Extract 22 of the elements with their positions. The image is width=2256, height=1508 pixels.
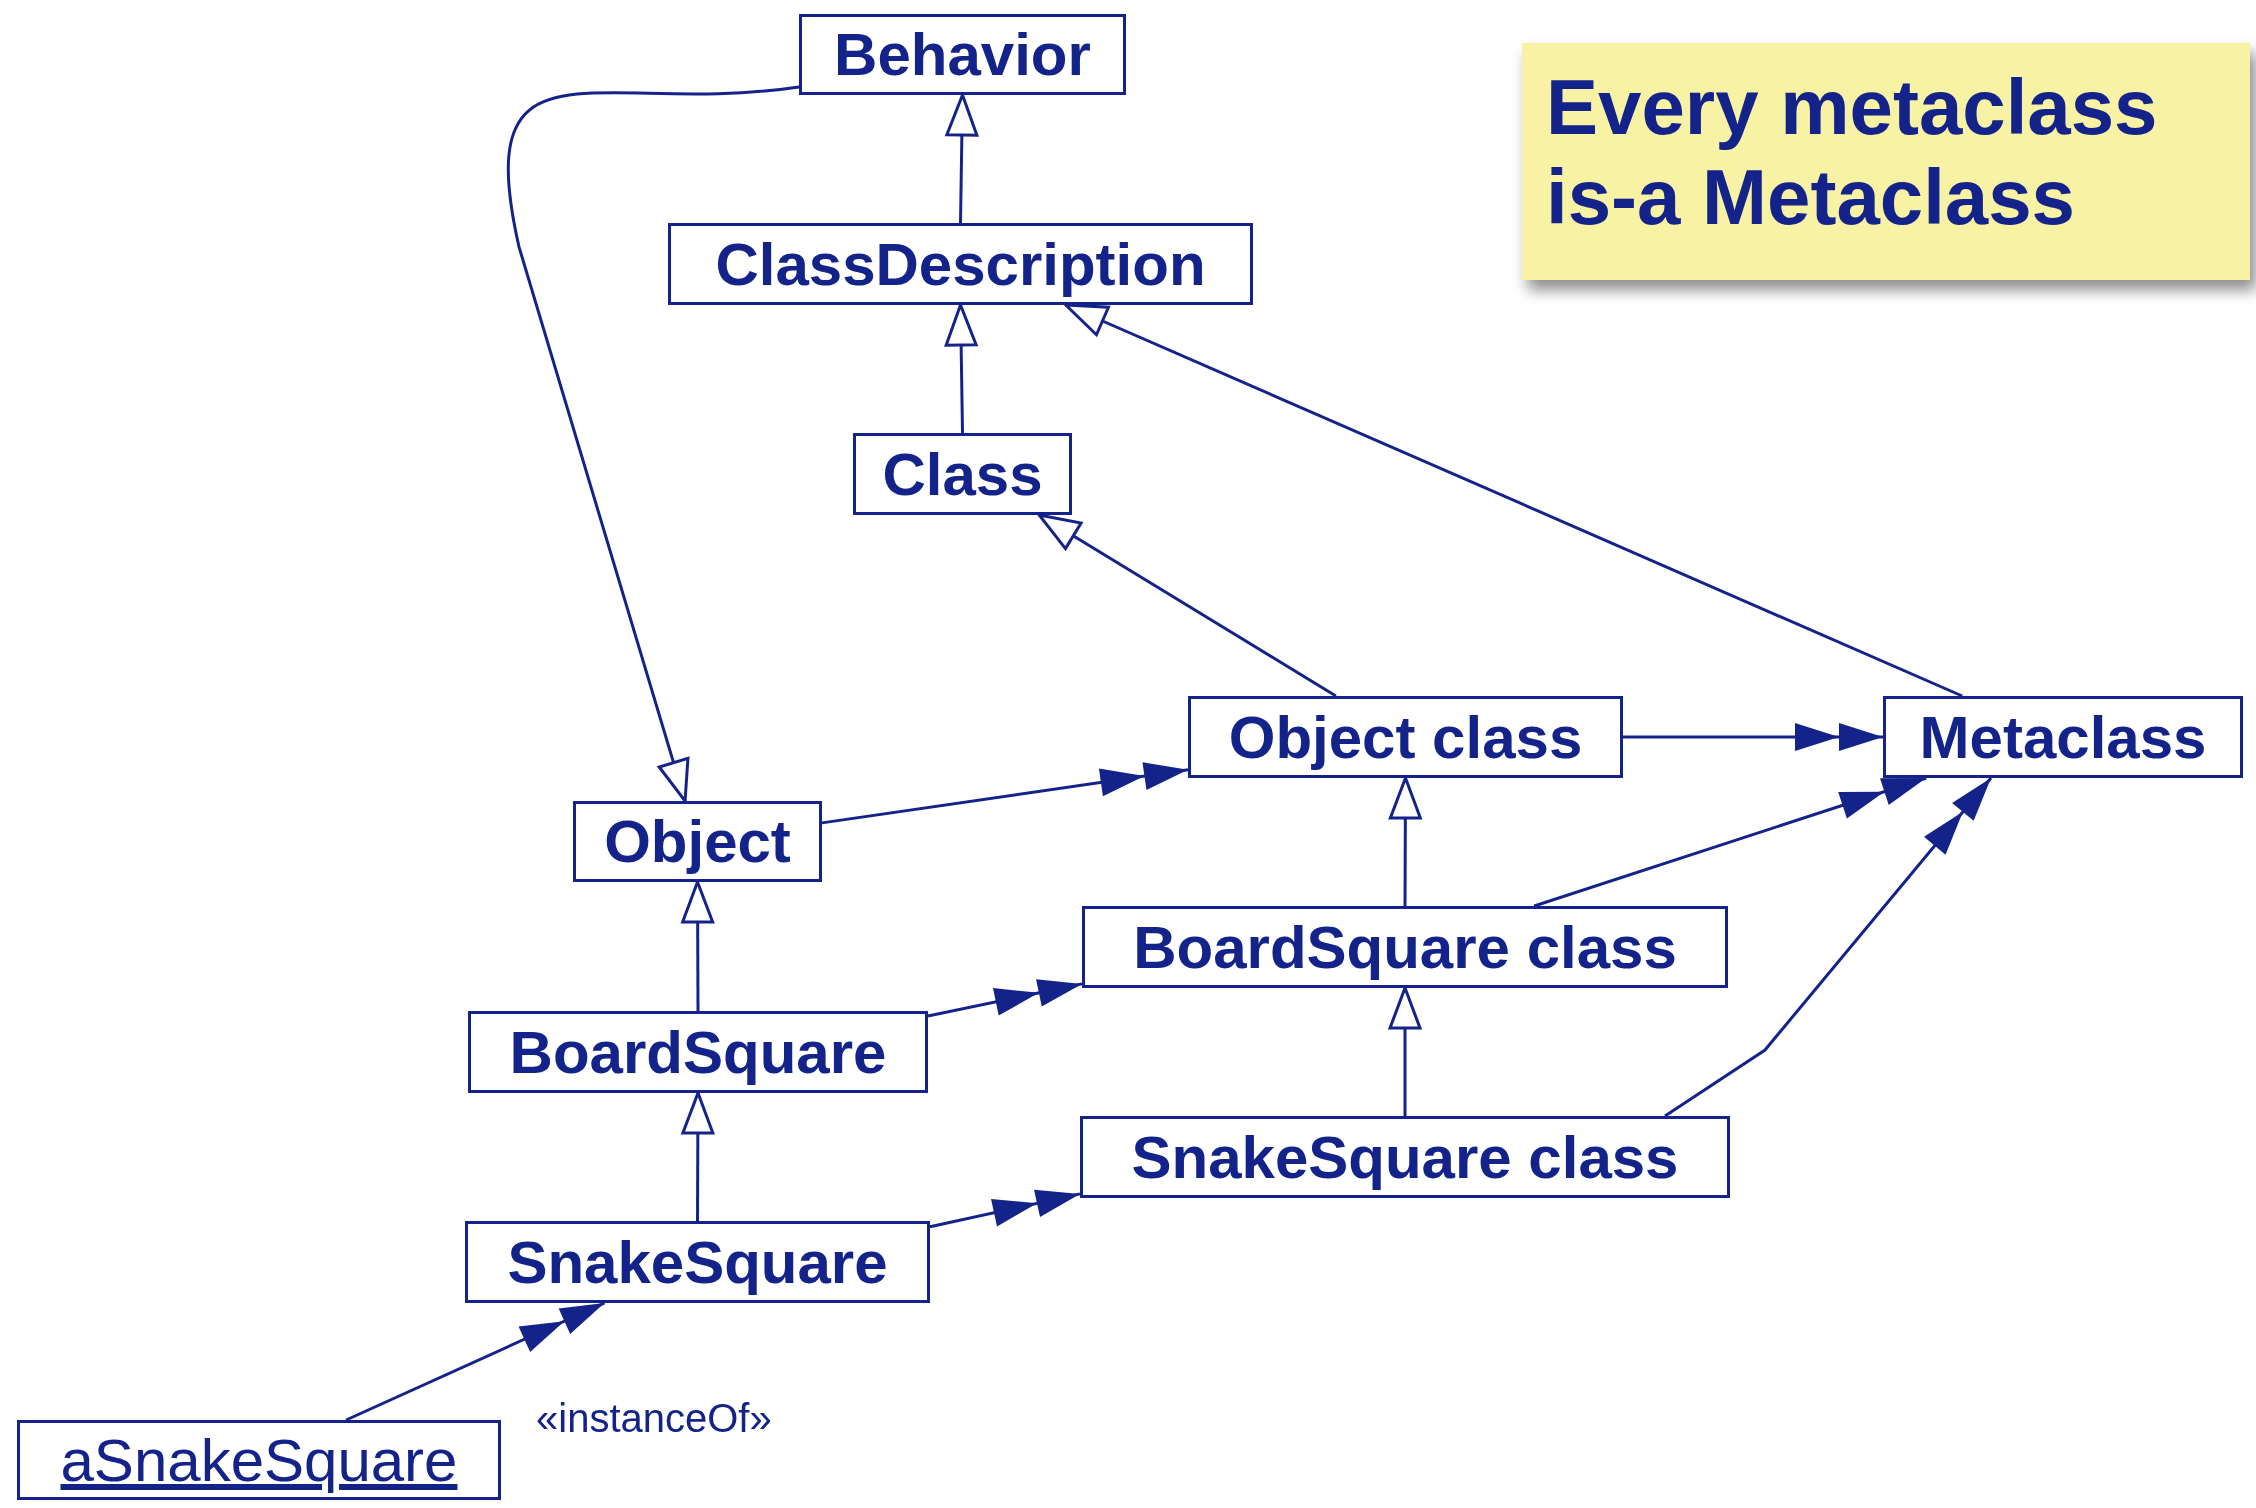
arrow <box>944 303 978 434</box>
arrow <box>681 1091 715 1221</box>
object-box: aSnakeSquare <box>17 1420 501 1500</box>
class-box: SnakeSquare class <box>1080 1116 1730 1198</box>
arrow <box>507 85 800 803</box>
note-box: Every metaclass is-a Metaclass <box>1522 43 2250 280</box>
arrow <box>1037 513 1337 698</box>
arrow <box>945 93 979 224</box>
class-box: BoardSquare class <box>1082 906 1728 988</box>
arrow <box>1388 986 1422 1116</box>
class-box: SnakeSquare <box>465 1221 930 1303</box>
edge-label: «instanceOf» <box>536 1396 772 1441</box>
class-box: Object <box>573 801 822 882</box>
class-box: BoardSquare <box>468 1011 928 1093</box>
class-box: Class <box>853 433 1072 515</box>
class-box: Behavior <box>799 14 1126 95</box>
class-box: Object class <box>1188 696 1623 778</box>
class-box: Metaclass <box>1883 696 2243 778</box>
arrow <box>681 880 715 1011</box>
arrow <box>1388 776 1422 906</box>
class-box: ClassDescription <box>668 223 1253 305</box>
arrow <box>1064 303 1963 698</box>
